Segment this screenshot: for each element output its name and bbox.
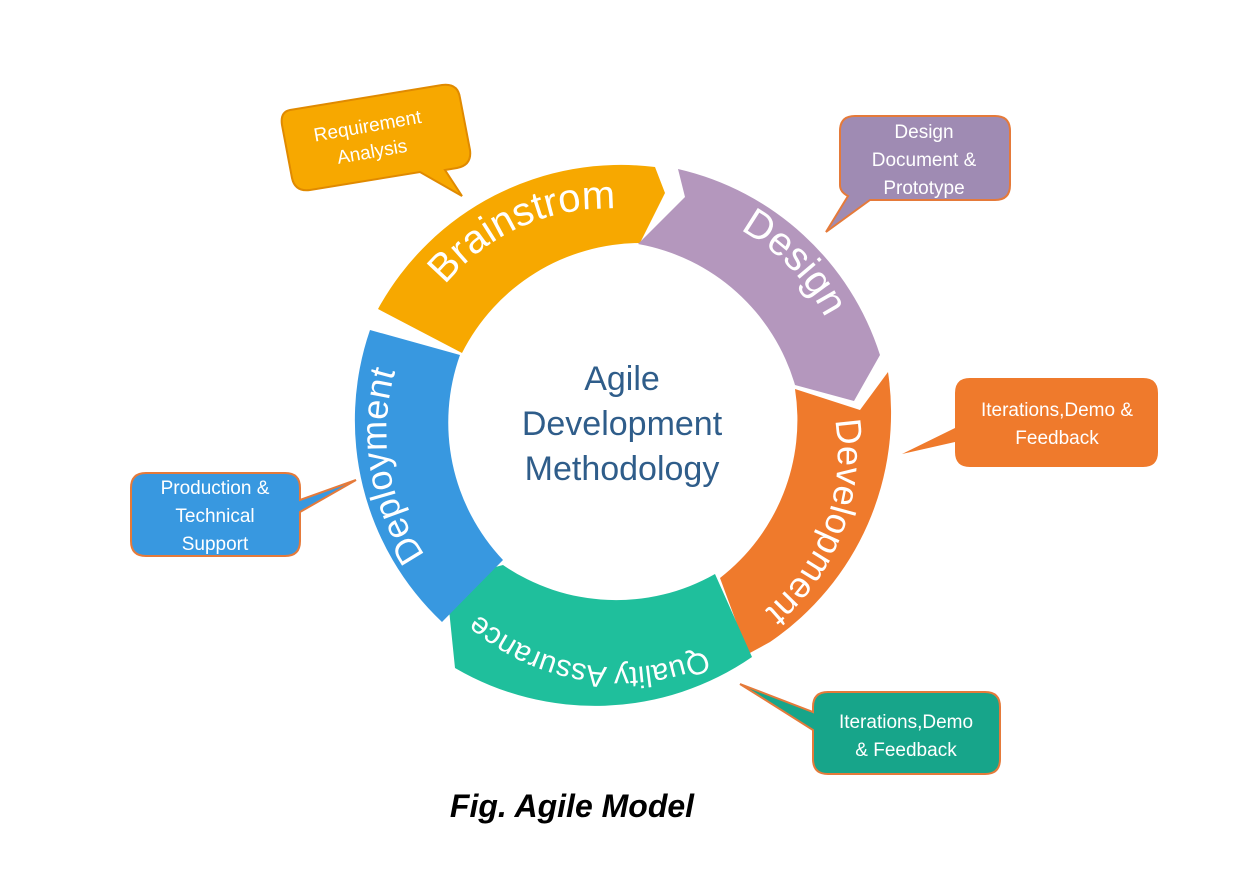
segment-deployment xyxy=(354,330,503,622)
center-title-line2: Development xyxy=(522,405,723,443)
callout-box-production xyxy=(130,472,357,557)
callout-production-support: Production & Technical Support xyxy=(130,472,357,557)
callout-iterations-quality: Iterations,Demo & Feedback xyxy=(739,683,1001,775)
callout-box-design-doc xyxy=(825,115,1011,233)
callout-iterations-dev-line2: Feedback xyxy=(1015,428,1099,449)
segment-design xyxy=(638,169,880,401)
callout-iterations-qa-line1: Iterations,Demo xyxy=(839,712,973,733)
segment-development xyxy=(720,372,892,654)
callout-production-line1: Production & xyxy=(161,478,270,499)
callout-design-document: Design Document & Prototype xyxy=(825,115,1011,233)
callout-iterations-qa-line2: & Feedback xyxy=(855,740,957,761)
callout-design-doc-line2: Document & xyxy=(872,150,977,171)
figure-caption: Fig. Agile Model xyxy=(450,788,695,824)
callout-requirement-analysis: Requirement Analysis xyxy=(280,83,472,197)
center-title: Agile Development Methodology xyxy=(522,360,723,488)
segment-quality xyxy=(446,565,752,706)
callout-iterations-development: Iterations,Demo & Feedback xyxy=(902,378,1158,467)
callout-design-doc-line1: Design xyxy=(894,122,953,143)
segment-brainstorm xyxy=(378,164,665,353)
callout-box-iterations-qa xyxy=(739,683,1001,775)
callout-production-line3: Support xyxy=(182,534,249,555)
callout-design-doc-line3: Prototype xyxy=(883,178,964,199)
callout-iterations-dev-line1: Iterations,Demo & xyxy=(981,400,1133,421)
center-title-line1: Agile xyxy=(584,360,660,398)
callout-box-requirement xyxy=(280,83,472,197)
callout-production-line2: Technical xyxy=(175,506,254,527)
callout-box-iterations-dev xyxy=(902,378,1158,467)
center-title-line3: Methodology xyxy=(525,450,720,488)
